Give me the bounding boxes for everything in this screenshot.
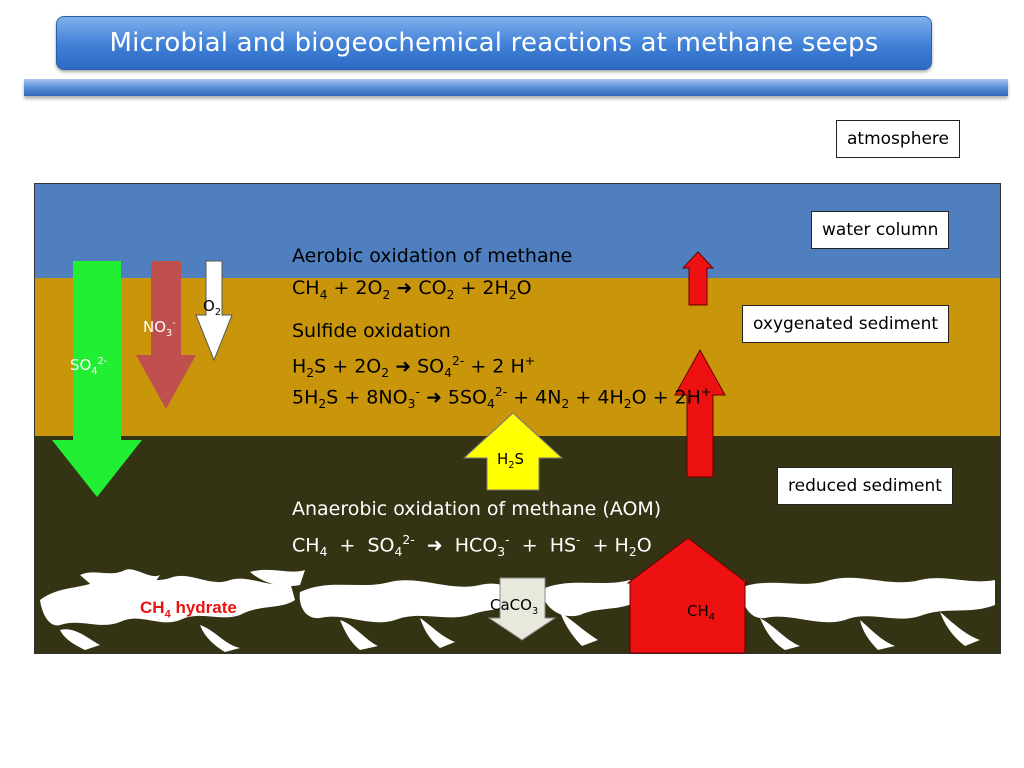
atmosphere-label: atmosphere bbox=[836, 120, 960, 158]
ch4-label: CH4 bbox=[687, 602, 715, 623]
oxygenated-sediment-label: oxygenated sediment bbox=[742, 305, 950, 343]
aerobic-title: Aerobic oxidation of methane bbox=[292, 245, 573, 267]
reduced-sediment-label: reduced sediment bbox=[777, 467, 953, 505]
sulfide-equation-1: H2S + 2O2 ➜ SO42- + 2 H+ bbox=[292, 354, 536, 381]
h2s-label: H2S bbox=[497, 450, 525, 471]
sulfide-title: Sulfide oxidation bbox=[292, 320, 451, 342]
aom-title: Anaerobic oxidation of methane (AOM) bbox=[292, 498, 662, 520]
so4-arrow bbox=[52, 261, 142, 497]
ch4-source-arrow bbox=[626, 537, 749, 654]
ch4-arrow-middle bbox=[674, 348, 726, 478]
hydrate-label: CH4 hydrate bbox=[140, 598, 237, 621]
no3-label: NO3- bbox=[143, 318, 176, 339]
caco3-arrow bbox=[487, 577, 557, 641]
o2-arrow bbox=[195, 260, 233, 362]
so4-label: SO42- bbox=[70, 356, 108, 377]
slide-title: Microbial and biogeochemical reactions a… bbox=[56, 16, 932, 70]
sulfide-equation-2: 5H2S + 8NO3- ➜ 5SO42- + 4N2 + 4H2O + 2H+ bbox=[292, 385, 712, 412]
h2s-arrow bbox=[462, 412, 564, 491]
oxygenated-sediment-layer bbox=[34, 278, 1001, 436]
aom-equation: CH4 + SO42- ➜ HCO3- + HS- + H2O bbox=[292, 533, 652, 560]
o2-label: O2 bbox=[203, 297, 222, 318]
no3-arrow bbox=[136, 261, 196, 409]
ch4-arrow-top bbox=[681, 251, 715, 306]
title-divider bbox=[24, 79, 1008, 96]
aerobic-equation: CH4 + 2O2 ➜ CO2 + 2H2O bbox=[292, 277, 532, 302]
hydrate-deposits bbox=[40, 569, 995, 652]
water-column-label: water column bbox=[811, 211, 950, 249]
caco3-label: CaCO3 bbox=[490, 596, 539, 617]
